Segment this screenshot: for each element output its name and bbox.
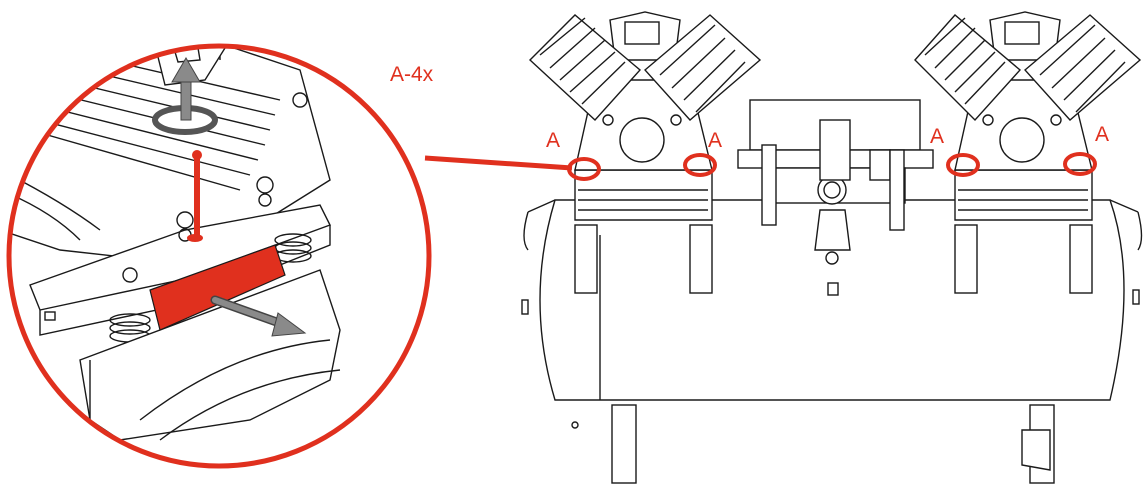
foot-left bbox=[611, 404, 637, 484]
detail-zoom bbox=[6, 43, 573, 469]
pump-head-right bbox=[914, 11, 1142, 294]
control-unit bbox=[737, 99, 934, 265]
lift-arrow bbox=[171, 57, 201, 121]
zoom-circle bbox=[6, 43, 432, 469]
mount-point-1 bbox=[567, 157, 601, 181]
marker-a-1: A bbox=[546, 129, 561, 152]
pull-arrow bbox=[210, 295, 307, 337]
mount-point-4 bbox=[1063, 152, 1097, 176]
callout-label: A-4x bbox=[390, 63, 434, 86]
mount-point-highlights bbox=[567, 152, 1097, 181]
compressor bbox=[521, 11, 1143, 484]
callout-leader bbox=[424, 155, 573, 171]
marker-a-2: A bbox=[708, 129, 723, 152]
mount-point-3 bbox=[946, 153, 980, 177]
pump-head-left bbox=[528, 11, 762, 294]
marker-a-4: A bbox=[1095, 123, 1110, 146]
mount-point-2 bbox=[683, 153, 717, 177]
damping-pad-highlight bbox=[149, 244, 286, 331]
bolt-highlight bbox=[194, 155, 200, 235]
marker-a-3: A bbox=[930, 125, 945, 148]
air-tank bbox=[539, 199, 1125, 401]
